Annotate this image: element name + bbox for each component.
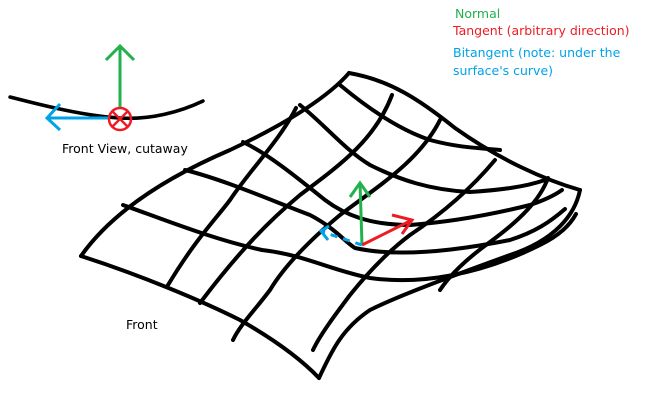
mesh-u-line-1: [121, 203, 578, 283]
tangent-into-page-icon: [107, 106, 133, 132]
cutaway-curve: [8, 95, 205, 121]
legend-bitangent-line2: surface's curve): [453, 63, 554, 78]
mesh-right-edge: [317, 188, 582, 380]
mesh-v-line-2: [231, 118, 442, 342]
legend-bitangent-line1: Bitangent (note: under the: [453, 45, 621, 60]
surface-tangent-arrow: [361, 213, 415, 247]
surface-normal-arrow: [348, 180, 372, 246]
surface-bitangent-arrow-dashed: [318, 224, 363, 247]
mesh-u-line-2: [183, 168, 567, 255]
surface-tbn-frame: [318, 180, 415, 247]
cutaway-bitangent-arrow: [44, 102, 110, 132]
cutaway-normal-arrow: [104, 43, 136, 108]
mesh-v-line-4: [438, 176, 550, 292]
mesh-u-line-4: [298, 103, 547, 194]
front-view-cutaway: [8, 43, 205, 132]
mesh-v-line-5: [166, 106, 298, 287]
mesh-v-line-1: [198, 93, 394, 305]
mesh-front-edge: [79, 254, 321, 380]
mesh-back-edge: [347, 71, 582, 192]
surface-mesh: [79, 71, 582, 380]
front-label: Front: [126, 317, 158, 332]
front-view-label: Front View, cutaway: [62, 141, 188, 156]
mesh-u-line-3: [241, 140, 564, 227]
legend-tangent: Tangent (arbitrary direction): [453, 23, 630, 38]
mesh-left-edge: [79, 71, 351, 258]
legend-normal: Normal: [455, 6, 501, 21]
mesh-v-line-3: [311, 158, 497, 352]
